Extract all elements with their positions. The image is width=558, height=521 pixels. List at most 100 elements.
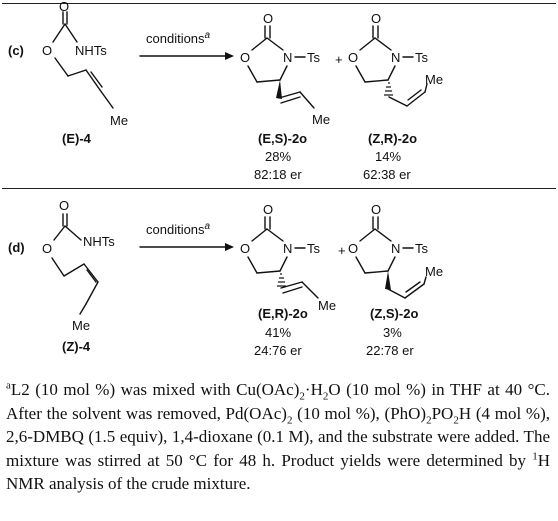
alkene-bond xyxy=(387,288,406,299)
ring-oxygen: O xyxy=(240,241,250,256)
product-yield: 41% xyxy=(265,325,291,340)
ch2-bond xyxy=(54,57,69,77)
product-methyl: Me xyxy=(425,72,443,87)
ring-bond xyxy=(256,270,281,274)
nhts-group: NHTs xyxy=(83,234,115,249)
panel-d-product2: O O N Ts Me (Z,S)-2o 3% 22:78 er xyxy=(348,202,443,358)
alkene-bond-2 xyxy=(282,286,303,294)
footnote-text: ·H xyxy=(304,380,323,399)
panel-c-product1: O O N Ts Me (E,S)-2o 28% 82:18 er xyxy=(240,11,330,182)
alkene-bond-2 xyxy=(406,91,426,107)
wedge-bond xyxy=(385,271,391,290)
alkene-bond xyxy=(85,69,101,91)
ring-oxygen: O xyxy=(348,50,358,65)
chain-bond xyxy=(67,69,87,77)
tosyl-group: Ts xyxy=(307,241,321,256)
methyl-bond xyxy=(79,303,87,315)
product-yield: 14% xyxy=(375,149,401,164)
product-label: (Z,R)-2o xyxy=(368,131,417,146)
superscript: 1 xyxy=(532,449,538,462)
footnote-text: PO xyxy=(431,403,454,423)
panel-d-product1: O O N Ts Me (E,R)-2o 41% 24:76 xyxy=(240,202,336,358)
footnote-text: (10 mol %), (PhO) xyxy=(292,403,427,423)
product-er: 62:38 er xyxy=(363,167,411,182)
ch2-bond xyxy=(51,257,65,277)
product-label: (E,R)-2o xyxy=(258,306,308,321)
ethyl-bond xyxy=(85,281,99,305)
conditions-label: conditionsa xyxy=(146,30,211,46)
c-o-bond xyxy=(52,23,66,43)
footnote-text: H (4 mol %), 2,6-DMBQ (1.5 equiv), 1,4-d… xyxy=(6,403,550,470)
ethyl-bond xyxy=(99,89,114,109)
carbonyl-oxygen: O xyxy=(263,11,273,26)
tosyl-group: Ts xyxy=(415,50,429,65)
plus-sign: + xyxy=(338,243,346,258)
methyl-bond xyxy=(299,91,315,109)
nhts-group: NHTs xyxy=(75,43,107,58)
alkene-bond-3 xyxy=(405,281,421,293)
ester-oxygen: O xyxy=(42,43,52,58)
substrate-label: (E)-4 xyxy=(62,131,92,146)
panel-d: (d) O O NHTs Me (Z)-4 conditionsa xyxy=(8,198,443,358)
ring-bond xyxy=(247,65,258,83)
alkene-bond-3 xyxy=(407,89,422,101)
tosyl-group: Ts xyxy=(307,50,321,65)
ring-bond xyxy=(256,79,281,83)
plus-sign: + xyxy=(335,52,343,67)
methyl-bond xyxy=(423,276,427,285)
panel-c-arrow: conditionsa xyxy=(139,30,234,60)
subscript: 2 xyxy=(299,390,305,403)
panel-c: (c) O O NHTs Me (E)-4 conditionsa O xyxy=(8,0,443,182)
carbonyl-oxygen: O xyxy=(371,11,381,26)
ring-bond xyxy=(364,270,389,274)
alkene-bond-2 xyxy=(404,283,425,299)
panel-c-product2: O O N Ts Me (Z,R)-2o 14% xyxy=(348,11,443,182)
panel-c-tag: (c) xyxy=(8,43,24,58)
alkene-bond xyxy=(278,91,301,99)
ring-bond xyxy=(387,65,396,81)
ring-bond xyxy=(387,256,396,272)
top-rule xyxy=(2,3,556,4)
hashed-bond xyxy=(277,273,286,287)
c-n-bond xyxy=(64,225,82,241)
product-er: 22:78 er xyxy=(366,343,414,358)
product-label: (E,S)-2o xyxy=(258,131,307,146)
methyl-bond xyxy=(424,83,428,93)
ring-bond xyxy=(364,79,389,83)
alkene-bond-2 xyxy=(86,269,97,283)
c-n-bond xyxy=(64,23,78,43)
wedge-bond xyxy=(276,80,282,99)
ring-nitrogen: N xyxy=(283,241,292,256)
product-er: 24:76 er xyxy=(254,343,302,358)
arrow-head xyxy=(225,52,234,60)
ring-oxygen: O xyxy=(348,241,358,256)
ring-bond xyxy=(251,37,268,51)
alkene-bond-2 xyxy=(90,71,103,88)
carbonyl-oxygen: O xyxy=(263,202,273,217)
ring-nitrogen: N xyxy=(283,50,292,65)
subscript: 2 xyxy=(453,413,459,426)
subscript: 2 xyxy=(426,413,432,426)
ring-bond xyxy=(359,228,376,242)
ring-bond xyxy=(355,65,366,83)
carbonyl-oxygen: O xyxy=(59,0,69,14)
carbonyl-oxygen: O xyxy=(59,198,69,213)
ring-bond xyxy=(355,256,366,274)
product-methyl: Me xyxy=(425,264,443,279)
product-methyl: Me xyxy=(312,112,330,127)
footnote-text: L2 (10 mol %) was mixed with Cu(OAc) xyxy=(10,380,300,399)
footnote-marker: a xyxy=(6,379,11,392)
methyl-bond xyxy=(301,281,319,299)
chain-bond xyxy=(63,263,85,277)
ring-bond xyxy=(247,256,258,274)
alkene-bond xyxy=(280,281,303,289)
product-label: (Z,S)-2o xyxy=(370,306,418,321)
panel-d-tag: (d) xyxy=(8,240,25,255)
conditions-label: conditionsa xyxy=(146,221,211,237)
subscript: 2 xyxy=(286,413,293,426)
reaction-scheme: (c) O O NHTs Me (E)-4 conditionsa O xyxy=(8,0,443,358)
panel-d-arrow: conditionsa xyxy=(139,221,234,251)
alkene-bond xyxy=(83,263,99,283)
ester-oxygen: O xyxy=(42,241,52,256)
footnote-text: O (10 mol %) in THF at 40 °C. After the … xyxy=(6,380,550,423)
